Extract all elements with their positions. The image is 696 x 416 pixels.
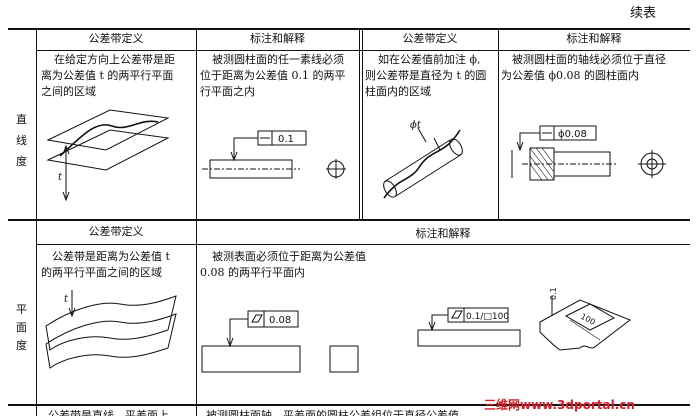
next-row-cut-def: 公差带是直线，平差面上 — [48, 409, 169, 416]
straightness-ann-1-line-1: 被测圆柱面的任一素线必须 — [212, 53, 344, 66]
straightness-ann-1-line-3: 行平面之内 — [200, 85, 255, 98]
continued-label: 续表 — [630, 6, 657, 21]
flatness-zone-planes-drawing: t — [45, 290, 177, 369]
row-label-flatness-1: 平 — [16, 303, 27, 316]
straightness-annotation-1-drawing: 0.1 — [202, 130, 346, 179]
flatness-header-definition: 公差带定义 — [88, 225, 144, 238]
flatness-frame-1-value: 0.08 — [269, 315, 291, 326]
flatness-def-line-2: 的两平行平面之间的区域 — [41, 266, 162, 279]
straightness-annotation-2-drawing: ϕ0.08 — [511, 125, 666, 181]
next-row-cut-ann: 被测圆柱面轴，平差面的圆柱公差组位于直径公差值 — [206, 409, 459, 416]
straightness-def-2-line-3: 柱面内的区域 — [365, 85, 431, 98]
row-label-flatness-2: 面 — [16, 321, 27, 334]
straightness-zone-planes-drawing: t — [46, 109, 170, 202]
watermark: 三维网www.3dportal.cn — [484, 398, 635, 412]
straightness-def-1-line-2: 离为公差值 t 的两平行平面 — [41, 69, 174, 82]
straightness-def-1-line-1: 在给定方向上公差带是距 — [54, 53, 175, 66]
row-label-flatness-3: 度 — [16, 339, 27, 352]
row-label-straightness-2: 线 — [16, 134, 27, 147]
flatness-header-line — [36, 244, 690, 245]
flatness-def-line-1: 公差带是距离为公差值 t — [52, 250, 170, 263]
straightness-ann-1-line-2: 位于距离为公差值 0.1 的两平 — [200, 69, 346, 82]
flatness-annotation-2-drawing: 0.1/□100 100 0.1 — [417, 287, 632, 351]
label-t-2: t — [64, 294, 69, 305]
flatness-col-line-1 — [196, 219, 197, 416]
straightness-cylinder-zone-drawing: ϕt — [383, 120, 463, 199]
row-label-straightness-1: 直 — [16, 113, 27, 126]
straightness-col-line-2a — [359, 28, 360, 219]
flatness-header-annotation: 标注和解释 — [415, 227, 471, 240]
label-t-1: t — [58, 172, 63, 183]
straightness-ann-2-line-2: 为公差值 ϕ0.08 的圆柱面内 — [501, 69, 639, 82]
flatness-bottom-line — [8, 404, 690, 406]
straightness-col-line-2b — [362, 28, 363, 219]
table-top-border — [8, 28, 690, 30]
row-label-column-line — [36, 28, 37, 416]
flatness-annotation-1-drawing: 0.08 — [201, 310, 359, 373]
frame-2-value: ϕ0.08 — [558, 129, 587, 140]
flatness-ann-line-1: 被测表面必须位于距离为公差值 — [212, 250, 366, 263]
frame-1-value: 0.1 — [278, 134, 294, 145]
label-phi-t: ϕt — [410, 120, 422, 131]
straightness-col-line-1 — [196, 28, 197, 219]
straightness-ann-2-line-1: 被测圆柱面的轴线必须位于直径 — [512, 53, 666, 66]
header-definition-2: 公差带定义 — [402, 32, 458, 45]
header-annotation-1: 标注和解释 — [250, 32, 305, 45]
flatness-ann-line-2: 0.08 的两平行平面内 — [200, 266, 305, 279]
straightness-header-line — [36, 50, 690, 51]
straightness-col-line-3 — [498, 28, 499, 219]
row-label-straightness-3: 度 — [16, 155, 27, 168]
straightness-def-2-line-2: 则公差带是直径为 t 的圆 — [365, 69, 487, 82]
flatness-frame-2-value: 0.1/□100 — [466, 312, 509, 322]
iso-value-label: 0.1 — [549, 287, 558, 300]
straightness-def-1-line-3: 之间的区域 — [41, 85, 96, 98]
straightness-def-2-line-1: 如在公差值前加注 ϕ, — [378, 53, 481, 66]
section-divider-line — [8, 219, 690, 221]
header-definition-1: 公差带定义 — [88, 32, 144, 45]
header-annotation-2: 标注和解释 — [566, 32, 622, 45]
